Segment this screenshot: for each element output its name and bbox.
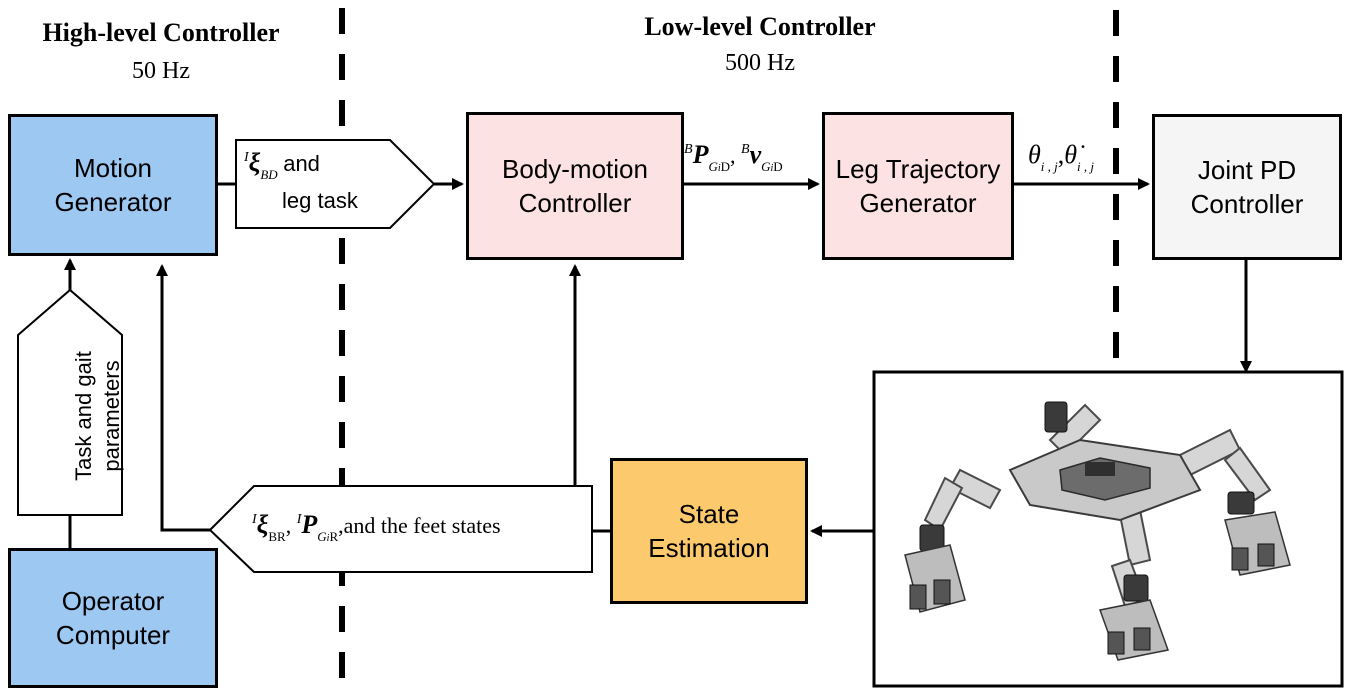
operator-line2: Computer: [55, 620, 171, 650]
signal-sub-bd: BD: [260, 167, 278, 182]
high-level-rate: 50 Hz: [132, 58, 190, 84]
feedback-sup2: I: [296, 512, 302, 527]
motion-generator-line1: Motion: [73, 153, 153, 183]
motion-generator-block: Motion Generator: [8, 114, 218, 256]
joint-pd-line2: Controller: [1190, 189, 1304, 219]
signal-bm-lt: BPGiD, BvGiD: [684, 140, 783, 174]
state-est-line1: State: [678, 499, 740, 529]
signal-theta-comma: ,: [1057, 140, 1065, 169]
leg-traj-line2: Generator: [859, 188, 977, 218]
state-est-line2: Estimation: [648, 533, 770, 563]
body-motion-line1: Body-motion: [502, 154, 648, 184]
signal-bm-sub1: GiD: [708, 159, 731, 174]
signal-bm-P: P: [692, 140, 709, 169]
signal-mg-bm-line2: leg task: [282, 188, 358, 213]
feedback-tail: ,and the feet states: [338, 513, 501, 538]
feedback-comma: ,: [285, 513, 292, 538]
signal-mg-bm-line1: IξBD and: [244, 148, 320, 182]
signal-bm-sub2: GiD: [761, 159, 783, 174]
state-estimation-block: State Estimation: [610, 458, 808, 604]
motion-generator-line2: Generator: [54, 187, 172, 217]
high-level-title: High-level Controller: [42, 18, 280, 47]
hexapod-robot-illustration: [904, 401, 1291, 661]
low-level-title: Low-level Controller: [644, 12, 876, 41]
signal-frame-I: I: [244, 150, 249, 165]
signal-theta-sub: i , j: [1040, 159, 1058, 174]
feedback-sub1: BR: [268, 529, 286, 544]
feedback-xi: ξ: [256, 510, 269, 539]
signal-bm-comma: ,: [730, 143, 736, 168]
signal-bm-sup2: B: [741, 142, 750, 157]
arrow-feedback-to-mg: [156, 264, 210, 532]
joint-pd-controller-block: Joint PD Controller: [1152, 114, 1342, 260]
low-level-rate: 500 Hz: [725, 50, 795, 76]
signal-theta-dot: θ̇: [1064, 140, 1078, 169]
signal-pentagon-mg-bm: [235, 139, 436, 229]
signal-theta: θ: [1028, 140, 1041, 169]
feedback-P: P: [301, 510, 318, 539]
signal-pentagon-feedback: [208, 485, 593, 573]
joint-pd-line1: Joint PD: [1197, 155, 1297, 185]
signal-and-text: and: [283, 151, 320, 176]
operator-line1: Operator: [61, 586, 165, 616]
task-params-line2: parameters: [99, 360, 124, 472]
signal-bm-sup1: B: [684, 142, 693, 157]
body-motion-line2: Controller: [518, 188, 632, 218]
operator-computer-block: Operator Computer: [8, 548, 218, 688]
signal-lt-pd: θi , j,θ̇i , j: [1028, 140, 1094, 174]
leg-trajectory-generator-block: Leg Trajectory Generator: [822, 112, 1014, 260]
signal-bm-v: v: [749, 140, 762, 169]
signal-pentagon-task: [17, 288, 123, 516]
feedback-sub2: GiR: [317, 529, 339, 544]
feedback-sup1: I: [252, 512, 257, 527]
task-params-line1: Task and gait: [71, 351, 96, 481]
leg-traj-line1: Leg Trajectory: [835, 154, 1001, 184]
signal-task-params: Task and gait parameters: [70, 326, 130, 506]
signal-theta-dot-sub: i , j: [1077, 159, 1095, 174]
body-motion-controller-block: Body-motion Controller: [466, 112, 684, 260]
signal-xi-symbol: ξ: [248, 148, 261, 177]
signal-feedback: IξBR, IPGiR,and the feet states: [252, 510, 501, 544]
